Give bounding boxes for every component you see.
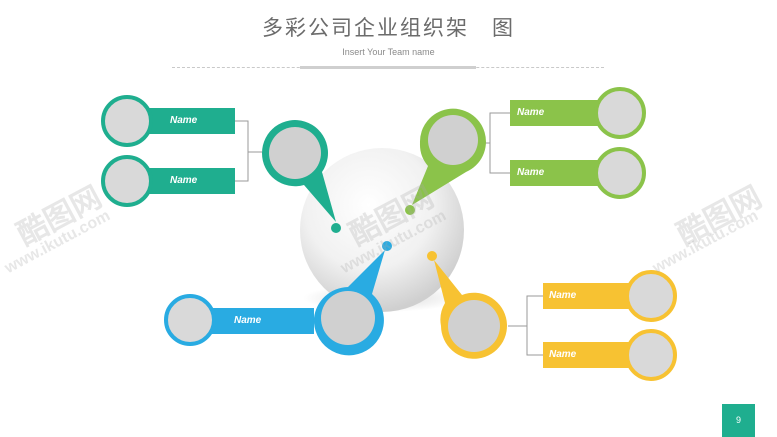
blue-name-label: Name [234,315,262,326]
green-member-avatar-1[interactable] [594,87,646,139]
blue-member-avatar[interactable] [164,294,216,346]
blue-pin-avatar[interactable] [321,291,375,345]
page-number-box: 9 [722,404,755,437]
blue-pin-dot [382,241,392,251]
green-name-bar-2[interactable] [510,160,605,186]
green-pin-dot [405,205,415,215]
green-name-bar-1[interactable] [510,100,605,126]
yellow-name-label-2: Name [549,349,577,360]
yellow-connector [508,295,544,356]
yellow-member-avatar-2[interactable] [625,329,677,381]
green-name-label-1: Name [517,107,545,118]
teal-name-label-2: Name [170,175,198,186]
yellow-name-bar-2[interactable] [543,342,635,368]
teal-member-avatar-1[interactable] [101,95,153,147]
yellow-name-label-1: Name [549,290,577,301]
title-divider-accent [300,66,476,69]
teal-connector [235,120,262,182]
teal-group [101,95,341,233]
page-subtitle: Insert Your Team name [342,47,435,57]
green-pin-avatar[interactable] [428,115,478,165]
blue-group [164,241,392,356]
yellow-pin-avatar[interactable] [448,300,500,352]
teal-pin-dot [331,223,341,233]
page-title: 多彩公司企业组织架 图 [262,16,515,40]
green-group [405,87,646,215]
teal-name-bar-1[interactable] [140,108,235,134]
teal-member-avatar-2[interactable] [101,155,153,207]
yellow-pin-dot [427,251,437,261]
yellow-member-avatar-1[interactable] [625,270,677,322]
teal-name-bar-2[interactable] [140,168,235,194]
yellow-name-bar-1[interactable] [543,283,635,309]
green-name-label-2: Name [517,167,545,178]
blue-name-bar[interactable] [210,308,314,334]
green-member-avatar-2[interactable] [594,147,646,199]
teal-pin-avatar[interactable] [269,127,321,179]
yellow-group [427,251,677,381]
teal-name-label-1: Name [170,115,198,126]
